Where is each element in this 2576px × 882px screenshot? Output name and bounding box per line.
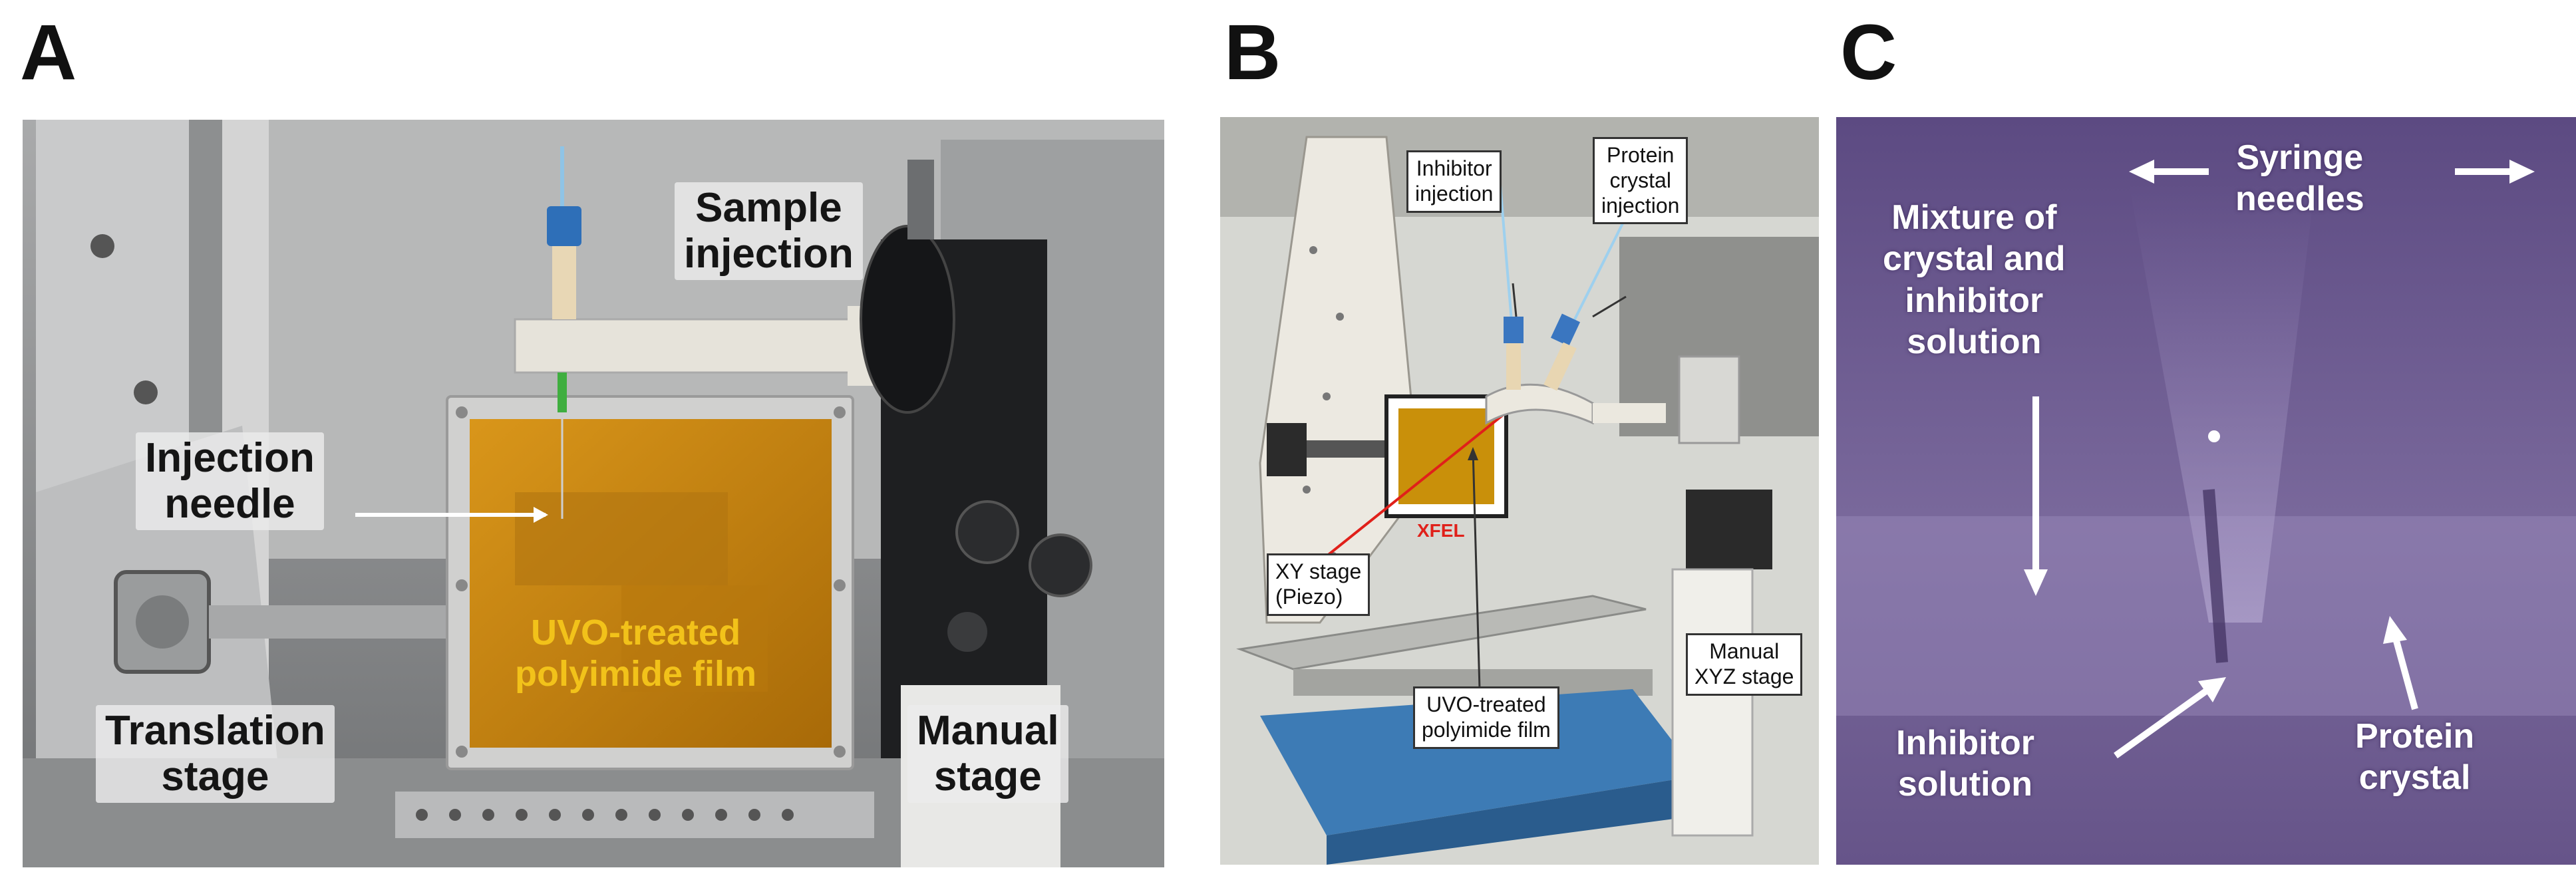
- label-mixture: Mixture of crystal and inhibitor solutio…: [1883, 198, 2066, 362]
- panel-letter-b: B: [1224, 9, 1281, 96]
- panel-b-apparatus: [1220, 117, 1819, 865]
- label-inhibitor-injection: Inhibitor injection: [1406, 150, 1502, 213]
- label-manual-xyz: Manual XYZ stage: [1686, 633, 1803, 696]
- label-injection-needle: Injection needle: [136, 432, 324, 530]
- panel-letter-c: C: [1840, 9, 1897, 96]
- label-syringe-needles: Syringe needles: [2235, 138, 2364, 219]
- panel-c-image: [1836, 117, 2576, 865]
- label-film-b: UVO-treated polyimide film: [1413, 686, 1559, 749]
- label-film-a: UVO-treated polyimide film: [515, 613, 757, 694]
- label-inhibitor-solution: Inhibitor solution: [1896, 724, 2034, 804]
- panel-b-render: Inhibitor injection Protein crystal inje…: [1220, 117, 1819, 865]
- label-manual-stage: Manual stage: [907, 705, 1068, 803]
- label-translation-stage: Translation stage: [96, 705, 335, 803]
- label-xfel: XFEL: [1417, 520, 1465, 541]
- label-xy-stage: XY stage (Piezo): [1267, 553, 1370, 616]
- panel-a-photo: Sample injection Injection needle UVO-tr…: [23, 120, 1164, 867]
- panel-c-micrograph: Syringe needles Mixture of crystal and i…: [1836, 117, 2576, 865]
- label-protein-injection: Protein crystal injection: [1593, 137, 1689, 225]
- label-sample-injection: Sample injection: [675, 182, 863, 280]
- panel-letter-a: A: [20, 9, 77, 96]
- label-protein-crystal: Protein crystal: [2355, 717, 2475, 798]
